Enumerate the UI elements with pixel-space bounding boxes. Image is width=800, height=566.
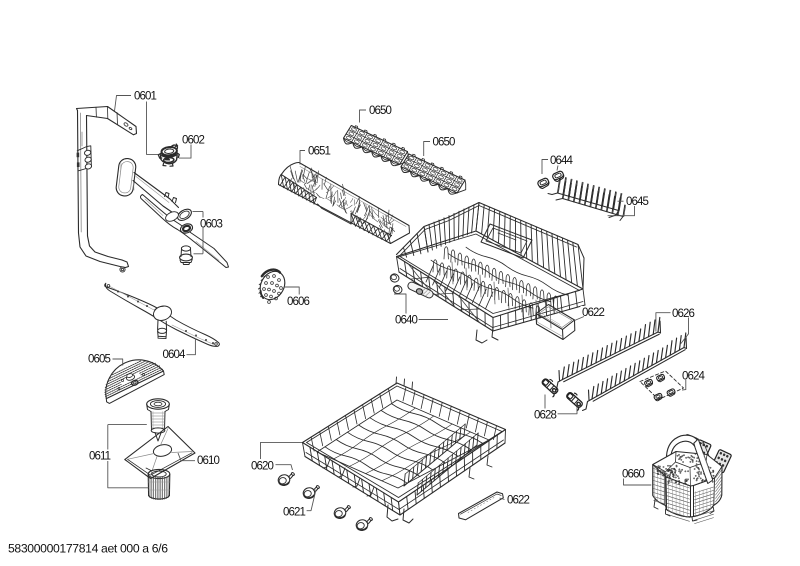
svg-text:0620: 0620 xyxy=(251,460,273,472)
svg-text:0626: 0626 xyxy=(672,308,694,320)
svg-text:0601: 0601 xyxy=(134,90,156,102)
svg-text:0628: 0628 xyxy=(534,409,556,421)
svg-text:0640: 0640 xyxy=(395,314,417,326)
svg-text:0660: 0660 xyxy=(622,468,644,480)
svg-text:0622: 0622 xyxy=(507,494,529,506)
svg-text:0624: 0624 xyxy=(682,370,705,382)
svg-text:0650: 0650 xyxy=(433,136,455,148)
svg-text:0605: 0605 xyxy=(88,353,110,365)
svg-text:0610: 0610 xyxy=(197,455,219,467)
svg-text:58300000177814 aet 000 a 6/6: 58300000177814 aet 000 a 6/6 xyxy=(8,542,168,556)
svg-text:0645: 0645 xyxy=(626,196,648,208)
svg-text:0622: 0622 xyxy=(582,307,604,319)
svg-text:0604: 0604 xyxy=(163,349,186,361)
svg-text:0603: 0603 xyxy=(200,218,222,230)
svg-text:0644: 0644 xyxy=(550,155,573,167)
svg-text:0621: 0621 xyxy=(283,506,305,518)
svg-text:0650: 0650 xyxy=(369,105,391,117)
svg-text:0602: 0602 xyxy=(182,134,204,146)
svg-text:0651: 0651 xyxy=(308,145,330,157)
svg-text:0606: 0606 xyxy=(287,296,309,308)
svg-text:0611: 0611 xyxy=(89,450,111,462)
